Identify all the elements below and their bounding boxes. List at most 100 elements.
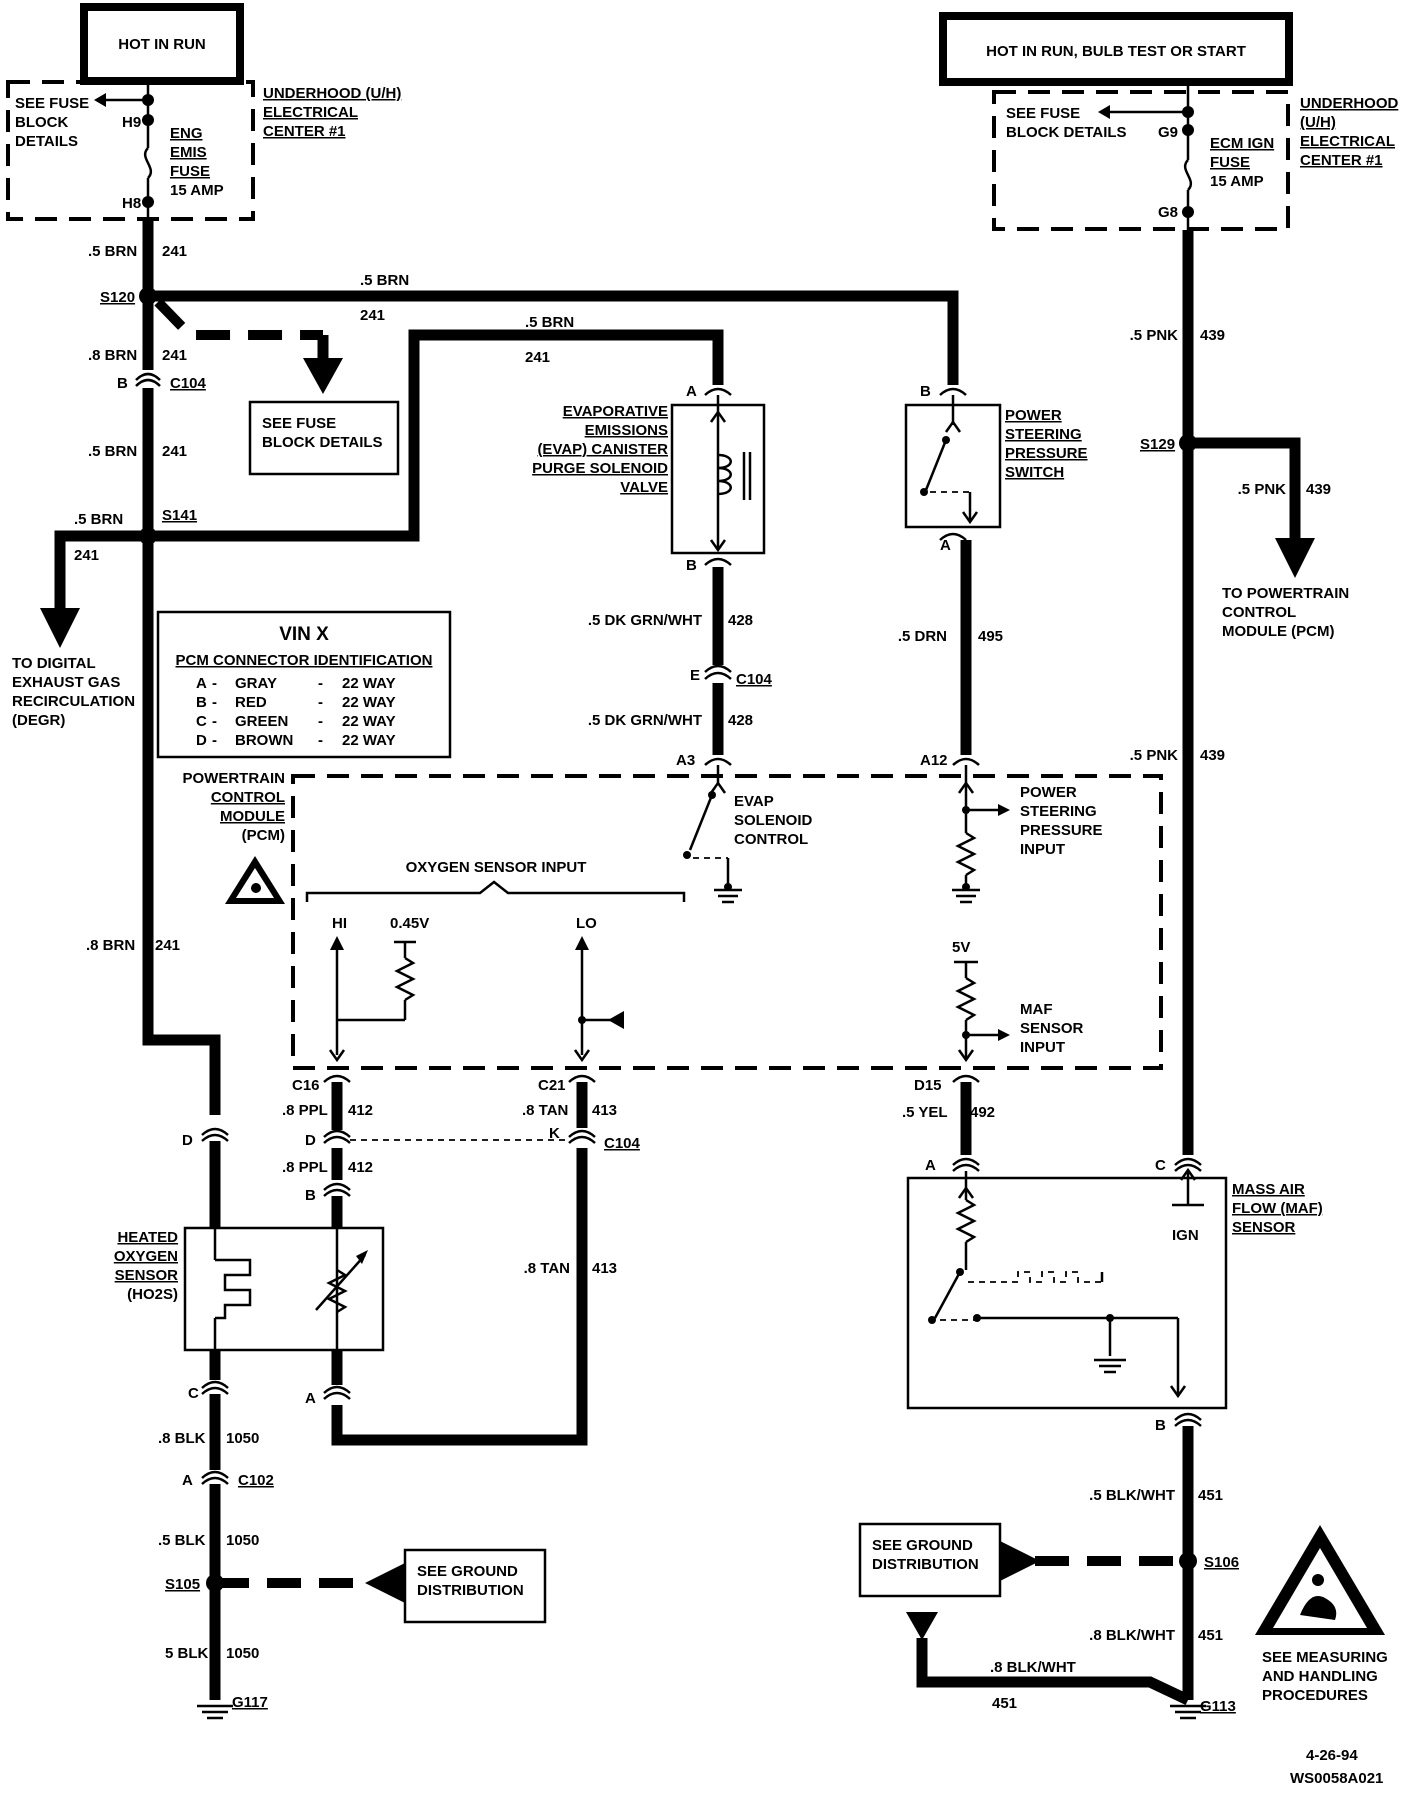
- see-ground-right-box: [858, 1522, 1002, 1598]
- ho2s-box: [183, 1226, 385, 1352]
- wire-label: .5 BRN: [360, 272, 409, 289]
- svg-text:MAF: MAF: [1020, 1001, 1053, 1018]
- pin-h8: H8: [122, 195, 141, 212]
- wire-number: 1050: [226, 1430, 259, 1447]
- svg-text:VALVE: VALVE: [620, 479, 668, 496]
- to-pcm-arrow: [1275, 538, 1315, 578]
- svg-text:GREEN: GREEN: [235, 713, 288, 730]
- svg-text:E: E: [690, 667, 700, 684]
- svg-text:BLOCK DETAILS: BLOCK DETAILS: [262, 434, 383, 451]
- wire-label: .5 BLK: [158, 1532, 206, 1549]
- svg-text:TO DIGITAL: TO DIGITAL: [12, 655, 96, 672]
- pin-c16: C16: [292, 1077, 320, 1094]
- to-degr-label: TO DIGITAL EXHAUST GAS RECIRCULATION (DE…: [12, 655, 135, 729]
- wire-label: .5 PNK: [1130, 747, 1179, 764]
- vin-row: B - RED - 22 WAY: [196, 694, 396, 711]
- svg-text:D: D: [182, 1132, 193, 1149]
- svg-text:FLOW (MAF): FLOW (MAF): [1232, 1200, 1323, 1217]
- svg-text:EMIS: EMIS: [170, 144, 207, 161]
- underhood-right-box: [992, 90, 1290, 231]
- hot-in-run-bulb-label: HOT IN RUN, BULB TEST OR START: [986, 43, 1246, 60]
- wire-label: .8 BLK/WHT: [990, 1659, 1076, 1676]
- svg-text:INPUT: INPUT: [1020, 841, 1065, 858]
- svg-text:EVAPORATIVE: EVAPORATIVE: [563, 403, 668, 420]
- evap-control-label: EVAP SOLENOID CONTROL: [734, 793, 813, 848]
- ign-label: IGN: [1172, 1227, 1199, 1244]
- svg-text:BLOCK: BLOCK: [15, 114, 68, 131]
- svg-text:PRESSURE: PRESSURE: [1020, 822, 1103, 839]
- wire-number: 241: [162, 347, 187, 364]
- o2-input-label: OXYGEN SENSOR INPUT: [406, 859, 587, 876]
- svg-text:C: C: [188, 1385, 199, 1402]
- fuse-symbol-right: [1183, 159, 1193, 191]
- o2-input-bracket: [305, 880, 686, 902]
- wire-number: 495: [978, 628, 1003, 645]
- wire-number: 413: [592, 1102, 617, 1119]
- svg-text:22 WAY: 22 WAY: [342, 675, 396, 692]
- svg-text:A: A: [940, 537, 951, 554]
- svg-text:UNDERHOOD (U/H): UNDERHOOD (U/H): [263, 85, 401, 102]
- svg-text:FUSE: FUSE: [1210, 154, 1250, 171]
- switch-icon: [933, 1271, 962, 1319]
- svg-text:A: A: [196, 675, 207, 692]
- wire-label: .5 BRN: [88, 243, 137, 260]
- svg-text:OXYGEN: OXYGEN: [114, 1248, 178, 1265]
- splice-s106: [1179, 1552, 1197, 1570]
- svg-text:EVAP: EVAP: [734, 793, 774, 810]
- svg-text:B: B: [117, 375, 128, 392]
- wire-label: .8 TAN: [524, 1260, 570, 1277]
- wire-label: .8 TAN: [522, 1102, 568, 1119]
- ground-g113-label: G113: [1200, 1698, 1236, 1715]
- fuse-symbol-left: [143, 147, 153, 179]
- svg-text:D: D: [305, 1132, 316, 1149]
- svg-text:22 WAY: 22 WAY: [342, 732, 396, 749]
- wire-label: .8 PPL: [282, 1102, 328, 1119]
- wire-number: 241: [162, 443, 187, 460]
- wire-number: 413: [592, 1260, 617, 1277]
- svg-text:SENSOR: SENSOR: [1232, 1219, 1296, 1236]
- pin-h9: H9: [122, 114, 141, 131]
- svg-text:HEATED: HEATED: [117, 1229, 178, 1246]
- 045v-label: 0.45V: [390, 915, 429, 932]
- date-code: 4-26-94: [1306, 1747, 1358, 1764]
- wire-number: 1050: [226, 1645, 259, 1662]
- svg-text:K: K: [549, 1125, 560, 1142]
- svg-text:GRAY: GRAY: [235, 675, 277, 692]
- svg-text:ELECTRICAL: ELECTRICAL: [1300, 133, 1395, 150]
- wire-number: 439: [1200, 327, 1225, 344]
- svg-text:STEERING: STEERING: [1005, 426, 1082, 443]
- ground-g113-icon: [1170, 1704, 1206, 1720]
- wire-label: .5 PNK: [1238, 481, 1287, 498]
- to-degr-arrow: [40, 608, 80, 648]
- ho2s-label: HEATED OXYGEN SENSOR (HO2S): [114, 1229, 178, 1303]
- wire-number: 412: [348, 1159, 373, 1176]
- see-ground-down-arrow: [906, 1612, 938, 1640]
- hi-label: HI: [332, 915, 347, 932]
- svg-text:(U/H): (U/H): [1300, 114, 1336, 131]
- underhood-left-box: [6, 80, 255, 221]
- svg-text:A: A: [686, 383, 697, 400]
- vin-subtitle: PCM CONNECTOR IDENTIFICATION: [176, 652, 433, 669]
- variable-resistor-icon: [315, 1254, 366, 1311]
- wire-number: 241: [360, 307, 385, 324]
- svg-text:TO POWERTRAIN: TO POWERTRAIN: [1222, 585, 1349, 602]
- resistor-icon: [955, 976, 977, 1022]
- wire-number: 241: [162, 243, 187, 260]
- wire-number: 241: [74, 547, 99, 564]
- svg-text:EXHAUST GAS: EXHAUST GAS: [12, 674, 120, 691]
- wire-label: .5 BLK/WHT: [1089, 1487, 1175, 1504]
- wire-label: .5 BRN: [74, 511, 123, 528]
- svg-text:SEE FUSE: SEE FUSE: [1006, 105, 1080, 122]
- svg-text:B: B: [686, 557, 697, 574]
- esd-warning-icon: [225, 856, 285, 904]
- svg-text:-: -: [318, 713, 323, 730]
- wire-number: 1050: [226, 1532, 259, 1549]
- hot-in-run-box: HOT IN RUN: [80, 3, 244, 85]
- svg-text:BROWN: BROWN: [235, 732, 293, 749]
- ground-icon: [714, 888, 742, 904]
- vin-x-box: [156, 610, 452, 759]
- wire-number: 241: [155, 937, 180, 954]
- svg-text:B: B: [305, 1187, 316, 1204]
- pin-c21: C21: [538, 1077, 566, 1094]
